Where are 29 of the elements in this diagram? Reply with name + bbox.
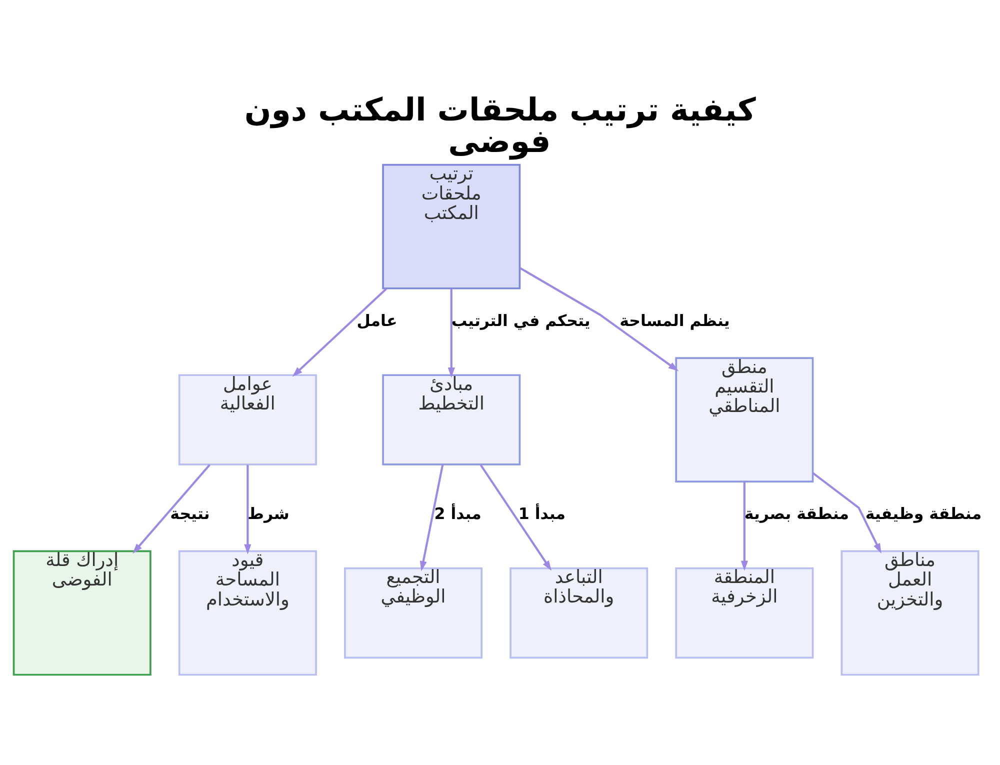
node-box: قيود المساحة والاستخدام bbox=[178, 550, 317, 676]
node-box: إدراك قلة الفوضى bbox=[12, 550, 152, 676]
node-box: المنطقة الزخرفية bbox=[675, 566, 814, 658]
edge-label: ينظم المساحة bbox=[620, 310, 730, 330]
edge-label: عامل bbox=[356, 310, 398, 330]
arrow bbox=[740, 481, 748, 570]
node-box: مناطق العمل والتخزين bbox=[840, 550, 980, 676]
node-box: عوامل الفعالية bbox=[178, 374, 317, 465]
edge-label: منطقة وظيفية bbox=[865, 504, 982, 523]
edge-label: منطقة بصرية bbox=[744, 504, 850, 523]
arrow bbox=[292, 287, 388, 376]
node-box: التباعد والمحاذاة bbox=[510, 566, 648, 658]
node-box: ترتيب ملحقات المكتب bbox=[382, 163, 521, 289]
node-box: منطق التقسيم المناطقي bbox=[675, 356, 814, 482]
arrow bbox=[420, 464, 444, 571]
edge-label: مبدأ 2 bbox=[434, 504, 482, 523]
edge-label: مبدأ 1 bbox=[518, 504, 566, 523]
arrow bbox=[812, 472, 882, 554]
arrow bbox=[244, 464, 252, 554]
edge-label: شرط bbox=[248, 504, 290, 523]
node-box: مبادئ التخطيط bbox=[382, 374, 521, 465]
arrow bbox=[480, 464, 552, 570]
edge-label: يتحكم في الترتيب bbox=[451, 310, 590, 330]
edge-label: نتيجة bbox=[170, 504, 210, 523]
node-box: التجميع الوظيفي bbox=[344, 566, 483, 658]
arrow bbox=[132, 464, 210, 554]
arrow bbox=[448, 288, 455, 378]
arrow bbox=[519, 266, 679, 371]
diagram-title: كيفية ترتيب ملحقات المكتب دون فوضى bbox=[244, 92, 756, 160]
